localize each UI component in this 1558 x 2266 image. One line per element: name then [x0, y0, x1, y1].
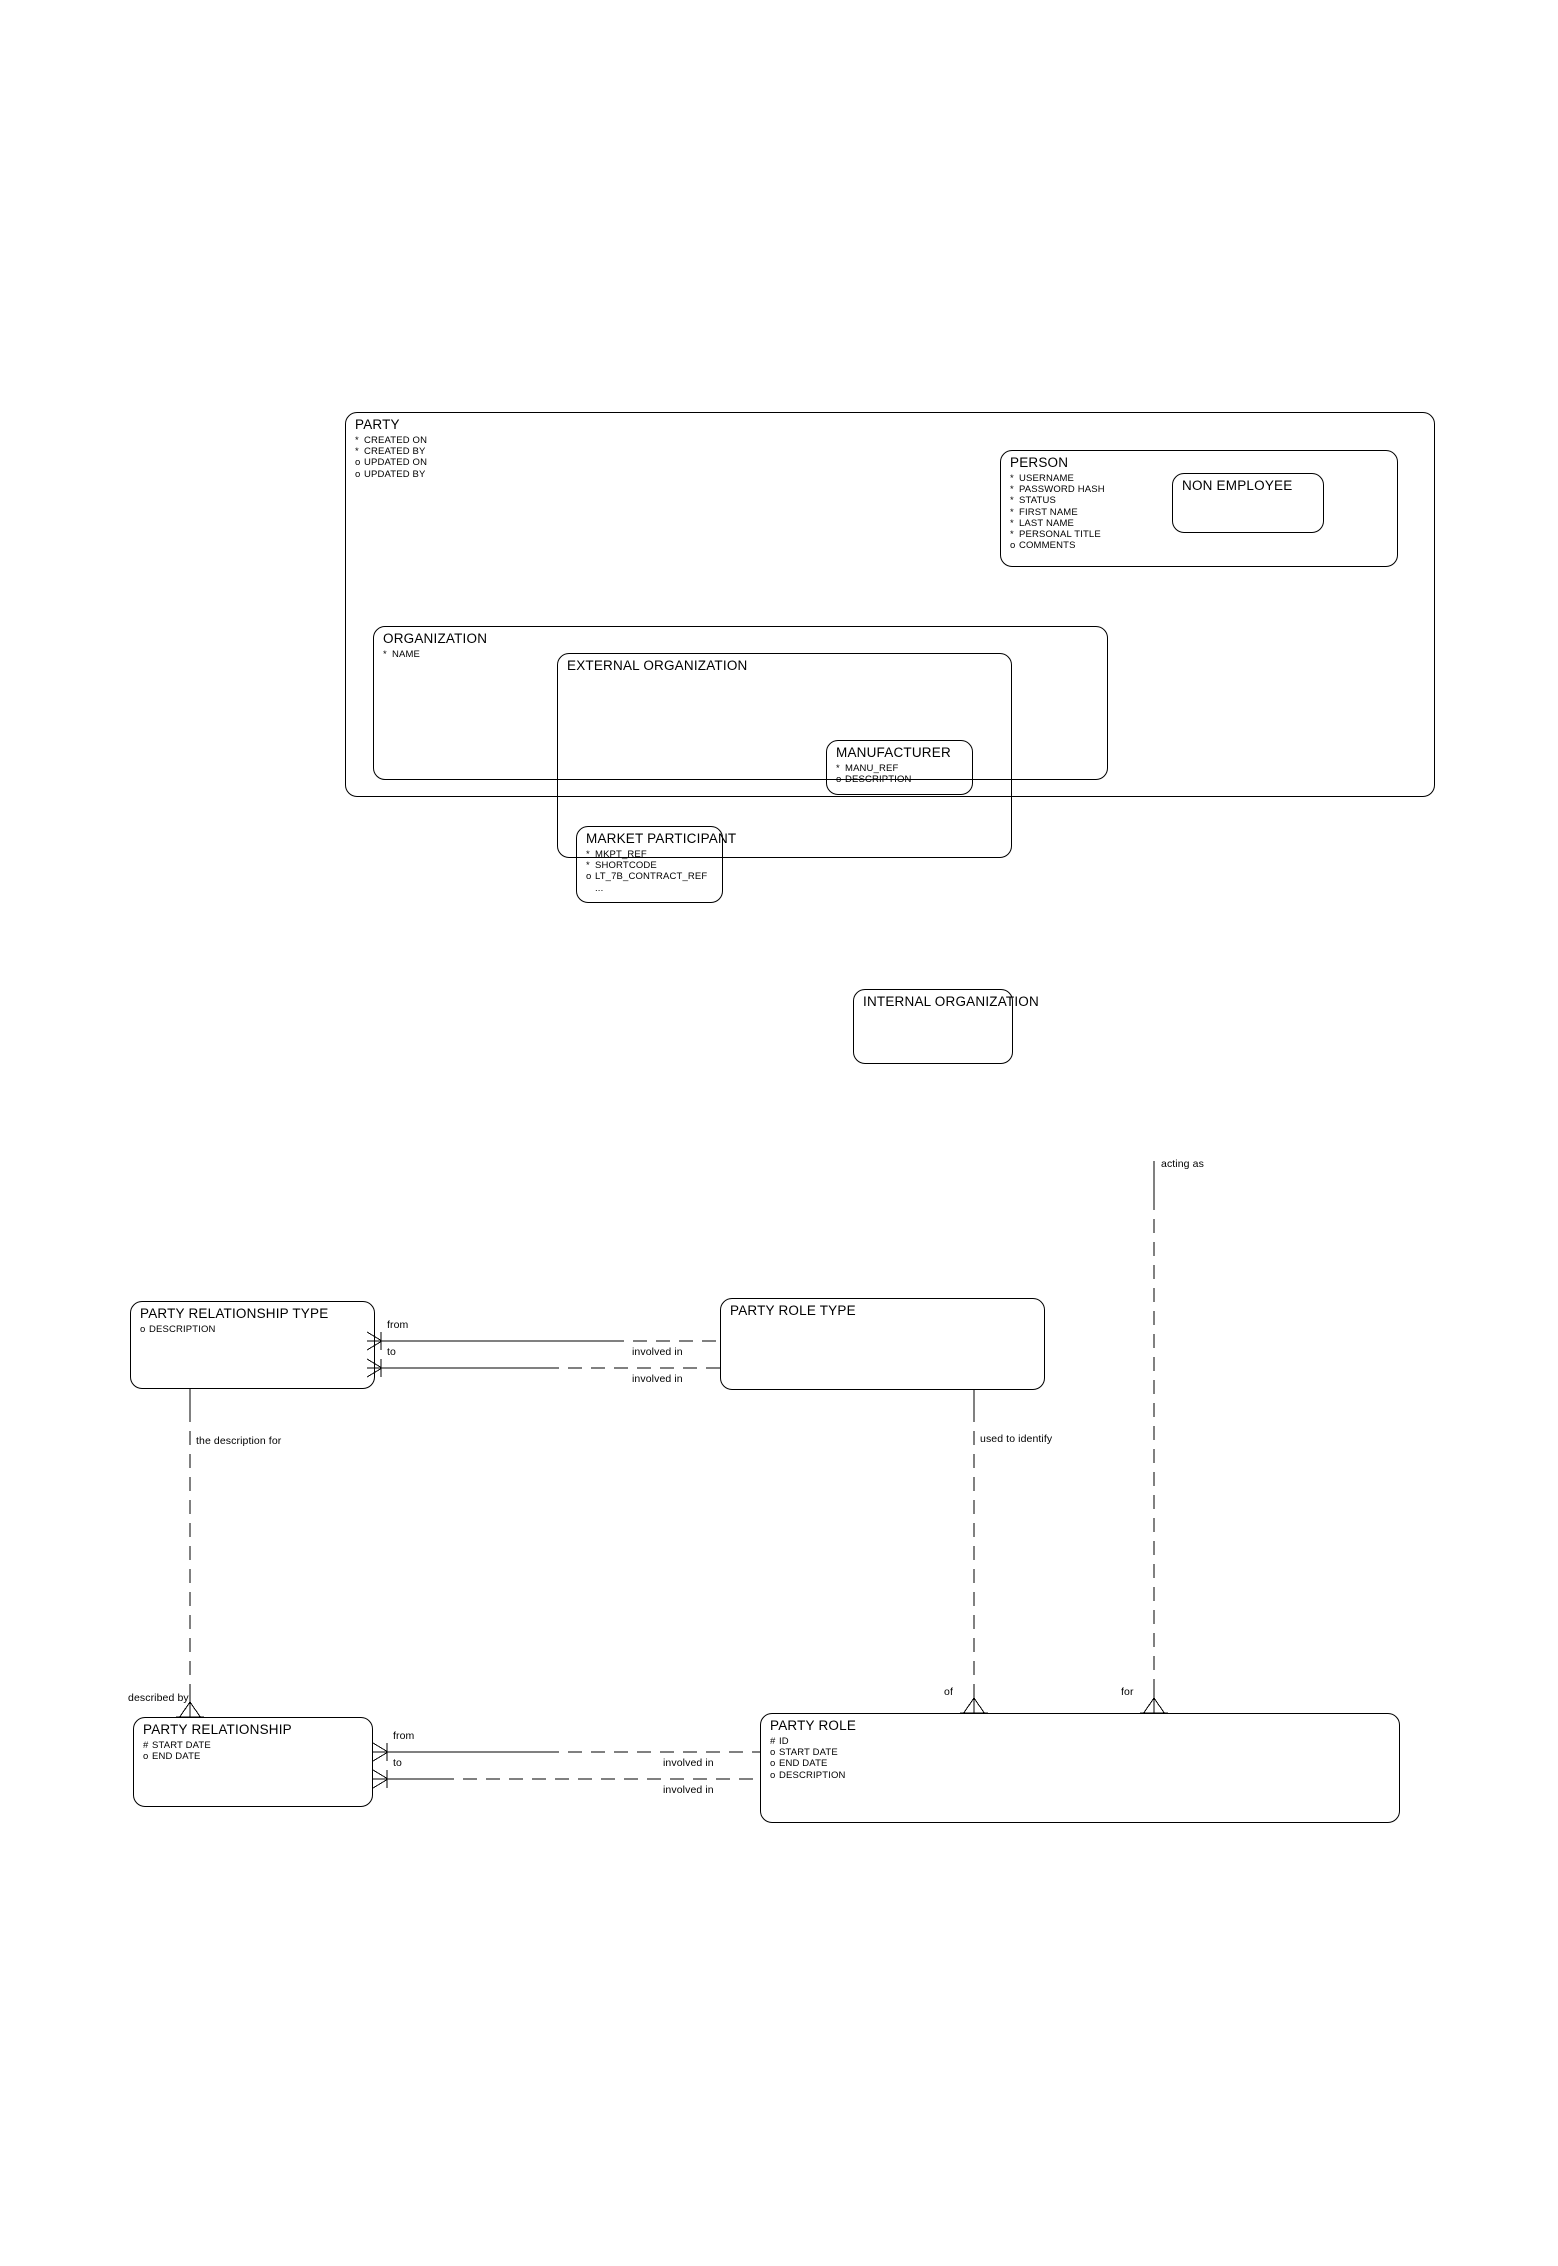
entity-party-role-title: PARTY ROLE — [770, 1718, 857, 1733]
relationship-label-used-to-identify: used to identify — [980, 1433, 1053, 1445]
entity-person[interactable]: PERSON *USERNAME *PASSWORD HASH *STATUS … — [1000, 450, 1398, 567]
entity-person-title: PERSON — [1010, 455, 1069, 470]
entity-external-organization-title: EXTERNAL ORGANIZATION — [567, 658, 748, 673]
entity-market-participant[interactable]: MARKET PARTICIPANT *MKPT_REF *SHORTCODE … — [576, 826, 736, 903]
attribute-row: ... — [595, 882, 604, 894]
relationship-label-prt-involved-in-1: involved in — [632, 1346, 683, 1358]
entity-internal-organization[interactable]: INTERNAL ORGANIZATION — [853, 989, 1039, 1064]
attribute-row: *CREATED BY — [355, 446, 426, 458]
entity-party-relationship-type-title: PARTY RELATIONSHIP TYPE — [140, 1306, 329, 1321]
relationship-label-pr-involved-in-1: involved in — [663, 1757, 714, 1769]
relationship-label-prt-to: to — [387, 1346, 396, 1358]
entity-person-attributes: *USERNAME *PASSWORD HASH *STATUS *FIRST … — [1010, 473, 1105, 551]
relationship-label-prt-from: from — [387, 1319, 409, 1331]
entity-organization[interactable]: ORGANIZATION *NAME — [373, 626, 1108, 780]
attribute-row: #ID — [770, 1736, 789, 1747]
entity-external-organization[interactable]: EXTERNAL ORGANIZATION — [557, 653, 1012, 858]
relationship-label-pr-involved-in-2: involved in — [663, 1784, 714, 1796]
relationship-label-pr-to: to — [393, 1757, 402, 1769]
attribute-row: #START DATE — [143, 1740, 211, 1751]
attribute-row: *NAME — [383, 649, 421, 660]
entity-non-employee[interactable]: NON EMPLOYEE — [1172, 473, 1324, 533]
attribute-row: *SHORTCODE — [586, 860, 657, 872]
entity-party-title: PARTY — [355, 417, 400, 432]
relationship-label-acting-as: acting as — [1161, 1158, 1204, 1170]
relationship-label-pr-from: from — [393, 1730, 415, 1742]
relationship-label-described-by: described by — [128, 1692, 189, 1704]
relationship-label-the-description-for: the description for — [196, 1435, 282, 1447]
attribute-row: *MANU_REF — [836, 763, 899, 774]
entity-organization-attributes: *NAME — [383, 649, 420, 660]
entity-manufacturer-title: MANUFACTURER — [836, 745, 951, 760]
attribute-row: *PERSONAL TITLE — [1010, 529, 1101, 541]
entity-party-role-type-title: PARTY ROLE TYPE — [730, 1303, 856, 1318]
attribute-row: *FIRST NAME — [1010, 506, 1078, 518]
attribute-row: *USERNAME — [1010, 473, 1075, 484]
entity-non-employee-title: NON EMPLOYEE — [1182, 478, 1293, 493]
attribute-row: *STATUS — [1010, 495, 1056, 507]
entity-market-participant-title: MARKET PARTICIPANT — [586, 831, 737, 846]
relationship-label-prt-involved-in-2: involved in — [632, 1373, 683, 1385]
relationship-label-of: of — [944, 1686, 953, 1698]
entity-party-relationship-title: PARTY RELATIONSHIP — [143, 1722, 292, 1737]
attribute-row: *LAST NAME — [1010, 517, 1075, 529]
entity-internal-organization-title: INTERNAL ORGANIZATION — [863, 994, 1039, 1009]
attribute-row: *MKPT_REF — [586, 849, 647, 860]
attribute-row: *PASSWORD HASH — [1010, 484, 1105, 496]
entity-organization-title: ORGANIZATION — [383, 631, 488, 646]
relationship-label-for: for — [1121, 1686, 1134, 1698]
attribute-row: *CREATED ON — [355, 435, 428, 446]
entity-party-role-type[interactable]: PARTY ROLE TYPE — [720, 1298, 1045, 1390]
